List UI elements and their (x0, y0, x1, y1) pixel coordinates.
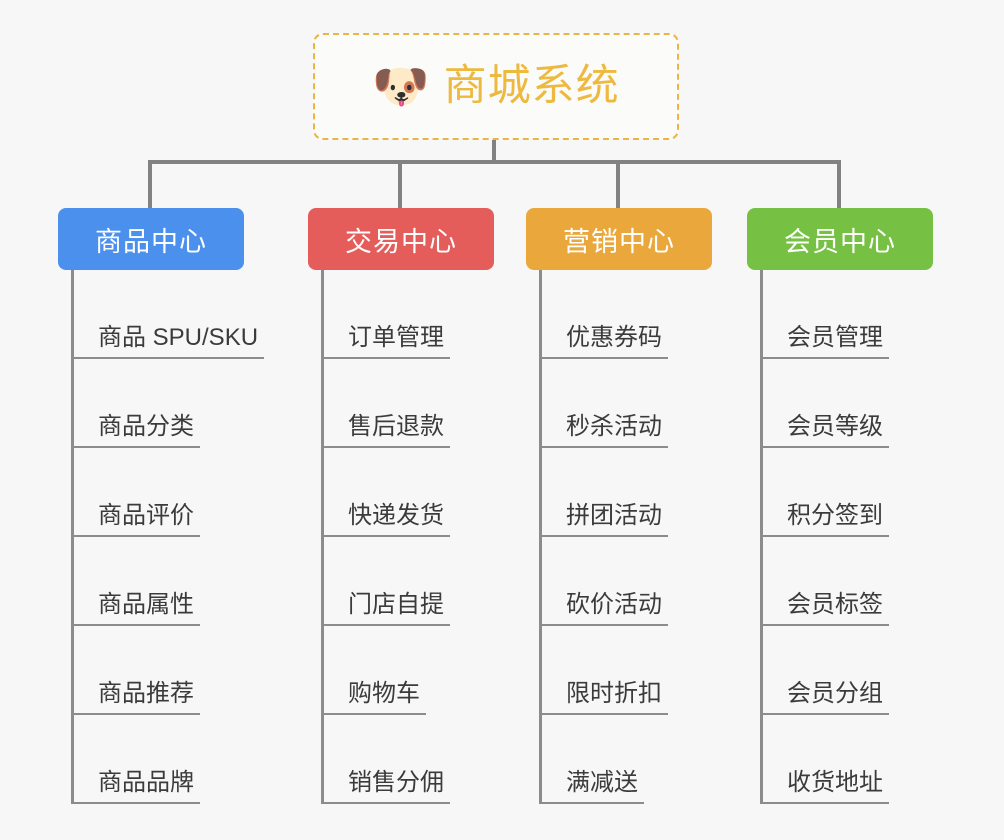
list-item[interactable]: 会员标签 (761, 537, 933, 626)
list-item-label: 限时折扣 (540, 681, 668, 715)
list-item[interactable]: 购物车 (322, 626, 494, 715)
list-item[interactable]: 订单管理 (322, 270, 494, 359)
list-item[interactable]: 收货地址 (761, 715, 933, 804)
connector-drop-marketing-center (616, 160, 620, 210)
category-header-label: 会员中心 (784, 226, 896, 257)
list-item-label: 收货地址 (761, 770, 889, 804)
list-item-label: 积分签到 (761, 503, 889, 537)
leaf-rail (321, 270, 324, 804)
list-item-label: 门店自提 (322, 592, 450, 626)
list-item[interactable]: 快递发货 (322, 448, 494, 537)
list-item[interactable]: 商品属性 (72, 537, 244, 626)
list-item[interactable]: 商品推荐 (72, 626, 244, 715)
list-item[interactable]: 砍价活动 (540, 537, 712, 626)
list-item[interactable]: 满减送 (540, 715, 712, 804)
list-item[interactable]: 商品评价 (72, 448, 244, 537)
category-header-product-center[interactable]: 商品中心 (58, 208, 244, 270)
category-header-label: 营销中心 (563, 226, 675, 257)
list-item-label: 会员标签 (761, 592, 889, 626)
list-item-label: 秒杀活动 (540, 414, 668, 448)
list-item[interactable]: 限时折扣 (540, 626, 712, 715)
list-item-label: 商品品牌 (72, 770, 200, 804)
list-item[interactable]: 门店自提 (322, 537, 494, 626)
leaf-rail (760, 270, 763, 804)
leaf-list-trade-center: 订单管理 售后退款 快递发货 门店自提 购物车 销售分佣 (308, 270, 494, 804)
list-item-label: 商品评价 (72, 503, 200, 537)
list-item[interactable]: 商品 SPU/SKU (72, 270, 265, 359)
list-item[interactable]: 商品品牌 (72, 715, 244, 804)
column-member-center: 会员中心 会员管理 会员等级 积分签到 会员标签 会员分组 收货地址 (747, 208, 933, 804)
list-item-label: 商品分类 (72, 414, 200, 448)
list-item-label: 满减送 (540, 770, 644, 804)
list-item[interactable]: 积分签到 (761, 448, 933, 537)
list-item-label: 销售分佣 (322, 770, 450, 804)
category-header-label: 交易中心 (345, 226, 457, 257)
list-item-label: 订单管理 (322, 325, 450, 359)
list-item[interactable]: 秒杀活动 (540, 359, 712, 448)
list-item-label: 快递发货 (322, 503, 450, 537)
leaf-rail (71, 270, 74, 804)
leaf-list-member-center: 会员管理 会员等级 积分签到 会员标签 会员分组 收货地址 (747, 270, 933, 804)
list-item-label: 会员分组 (761, 681, 889, 715)
column-marketing-center: 营销中心 优惠券码 秒杀活动 拼团活动 砍价活动 限时折扣 满减送 (526, 208, 712, 804)
list-item-label: 会员管理 (761, 325, 889, 359)
connector-horizontal-bus (148, 160, 841, 164)
list-item-label: 优惠券码 (540, 325, 668, 359)
root-node-mall-system[interactable]: 🐶 商城系统 (313, 33, 679, 140)
category-header-label: 商品中心 (95, 226, 207, 257)
root-node-title: 商城系统 (443, 62, 620, 110)
connector-drop-product-center (148, 160, 152, 210)
column-product-center: 商品中心 商品 SPU/SKU 商品分类 商品评价 商品属性 商品推荐 商品品牌 (58, 208, 265, 804)
category-header-trade-center[interactable]: 交易中心 (308, 208, 494, 270)
connector-drop-member-center (837, 160, 841, 210)
column-trade-center: 交易中心 订单管理 售后退款 快递发货 门店自提 购物车 销售分佣 (308, 208, 494, 804)
list-item-label: 砍价活动 (540, 592, 668, 626)
list-item[interactable]: 拼团活动 (540, 448, 712, 537)
connector-drop-trade-center (398, 160, 402, 210)
list-item-label: 商品 SPU/SKU (72, 325, 265, 359)
leaf-rail (539, 270, 542, 804)
list-item[interactable]: 售后退款 (322, 359, 494, 448)
list-item[interactable]: 会员分组 (761, 626, 933, 715)
category-header-marketing-center[interactable]: 营销中心 (526, 208, 712, 270)
list-item-label: 商品属性 (72, 592, 200, 626)
list-item-label: 购物车 (322, 681, 426, 715)
leaf-list-product-center: 商品 SPU/SKU 商品分类 商品评价 商品属性 商品推荐 商品品牌 (58, 270, 265, 804)
list-item-label: 商品推荐 (72, 681, 200, 715)
list-item[interactable]: 商品分类 (72, 359, 244, 448)
list-item[interactable]: 优惠券码 (540, 270, 712, 359)
list-item[interactable]: 会员管理 (761, 270, 933, 359)
list-item-label: 拼团活动 (540, 503, 668, 537)
connector-root-stem (492, 140, 496, 164)
list-item-label: 会员等级 (761, 414, 889, 448)
category-header-member-center[interactable]: 会员中心 (747, 208, 933, 270)
list-item[interactable]: 会员等级 (761, 359, 933, 448)
list-item-label: 售后退款 (322, 414, 450, 448)
list-item[interactable]: 销售分佣 (322, 715, 494, 804)
leaf-list-marketing-center: 优惠券码 秒杀活动 拼团活动 砍价活动 限时折扣 满减送 (526, 270, 712, 804)
shiba-dog-face-icon: 🐶 (372, 59, 430, 112)
